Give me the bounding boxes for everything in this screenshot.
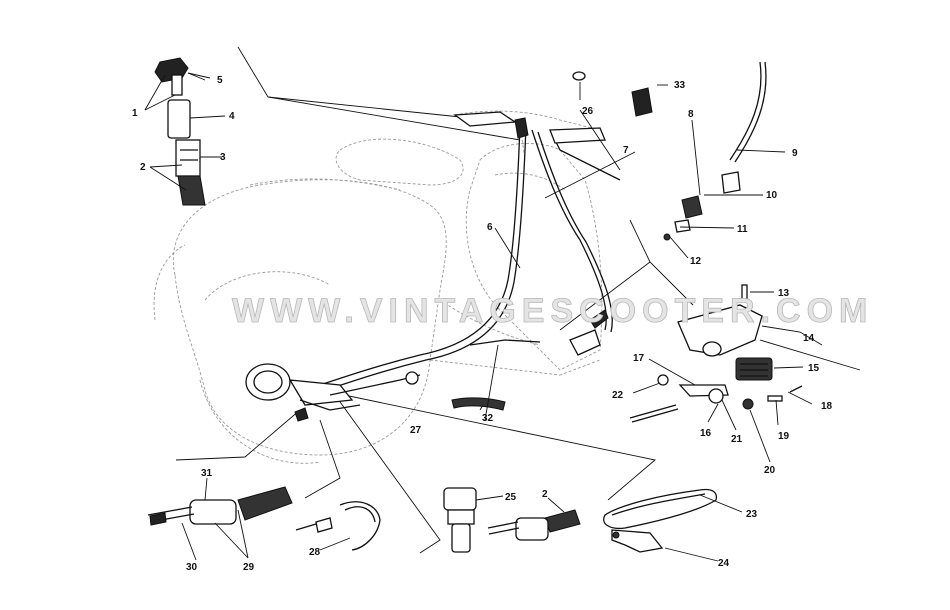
callout-1: 1: [132, 108, 138, 119]
callout-24: 24: [718, 558, 730, 569]
callout-17: 17: [633, 353, 645, 364]
callout-8: 8: [688, 109, 694, 120]
callout-18: 18: [821, 401, 833, 412]
callout-9: 9: [792, 148, 798, 159]
part-1-5-adjuster-stack: [154, 57, 206, 206]
callout-28: 28: [309, 547, 321, 558]
callout-29: 29: [243, 562, 255, 573]
watermark: WWW.VINTAGESCOOTER.COM: [232, 292, 873, 330]
callout-23: 23: [746, 509, 758, 520]
callout-3: 3: [220, 152, 226, 163]
callout-13: 13: [778, 288, 790, 299]
callout-2b: 2: [542, 489, 548, 500]
callout-2: 2: [140, 162, 146, 173]
part-25-nipple: [443, 487, 477, 553]
callout-4: 4: [229, 111, 235, 122]
callout-22: 22: [612, 390, 624, 401]
brake-drum-assembly: [245, 363, 421, 422]
callout-19: 19: [778, 431, 790, 442]
part-28-clamp: [295, 501, 381, 551]
callout-14: 14: [803, 333, 815, 344]
callout-32: 32: [482, 413, 494, 424]
callout-30: 30: [186, 562, 198, 573]
part-23-24-cable-guide: [603, 488, 718, 553]
leader-lines: [144, 72, 823, 562]
callout-10: 10: [766, 190, 778, 201]
part-32-spring: [451, 397, 506, 411]
callout-11: 11: [737, 224, 748, 235]
callout-27: 27: [410, 425, 422, 436]
part-33-clip: [631, 87, 653, 117]
scooter-outline: [153, 110, 603, 464]
part-26-grommet: [572, 71, 586, 81]
callout-21: 21: [731, 434, 743, 445]
part-29-31-cable-sleeve: [147, 486, 293, 526]
callout-20: 20: [764, 465, 776, 476]
callout-15: 15: [808, 363, 820, 374]
callout-25: 25: [505, 492, 517, 503]
part-13-22-pedal-group: [629, 284, 803, 423]
callout-numbers: 1 2 3 4 5 6 7 8 9 10 11 12 13 14 15 16 1…: [132, 75, 833, 573]
callout-33: 33: [674, 80, 686, 91]
callout-31: 31: [201, 468, 213, 479]
part-2b-cable-sleeve: [487, 509, 581, 541]
callout-5: 5: [217, 75, 223, 86]
callout-6: 6: [487, 222, 493, 233]
callout-16: 16: [700, 428, 712, 439]
callout-26: 26: [582, 106, 594, 117]
callout-12: 12: [690, 256, 702, 267]
callout-7: 7: [623, 145, 629, 156]
section-lines: [175, 46, 861, 554]
cable-routing: [319, 111, 621, 391]
